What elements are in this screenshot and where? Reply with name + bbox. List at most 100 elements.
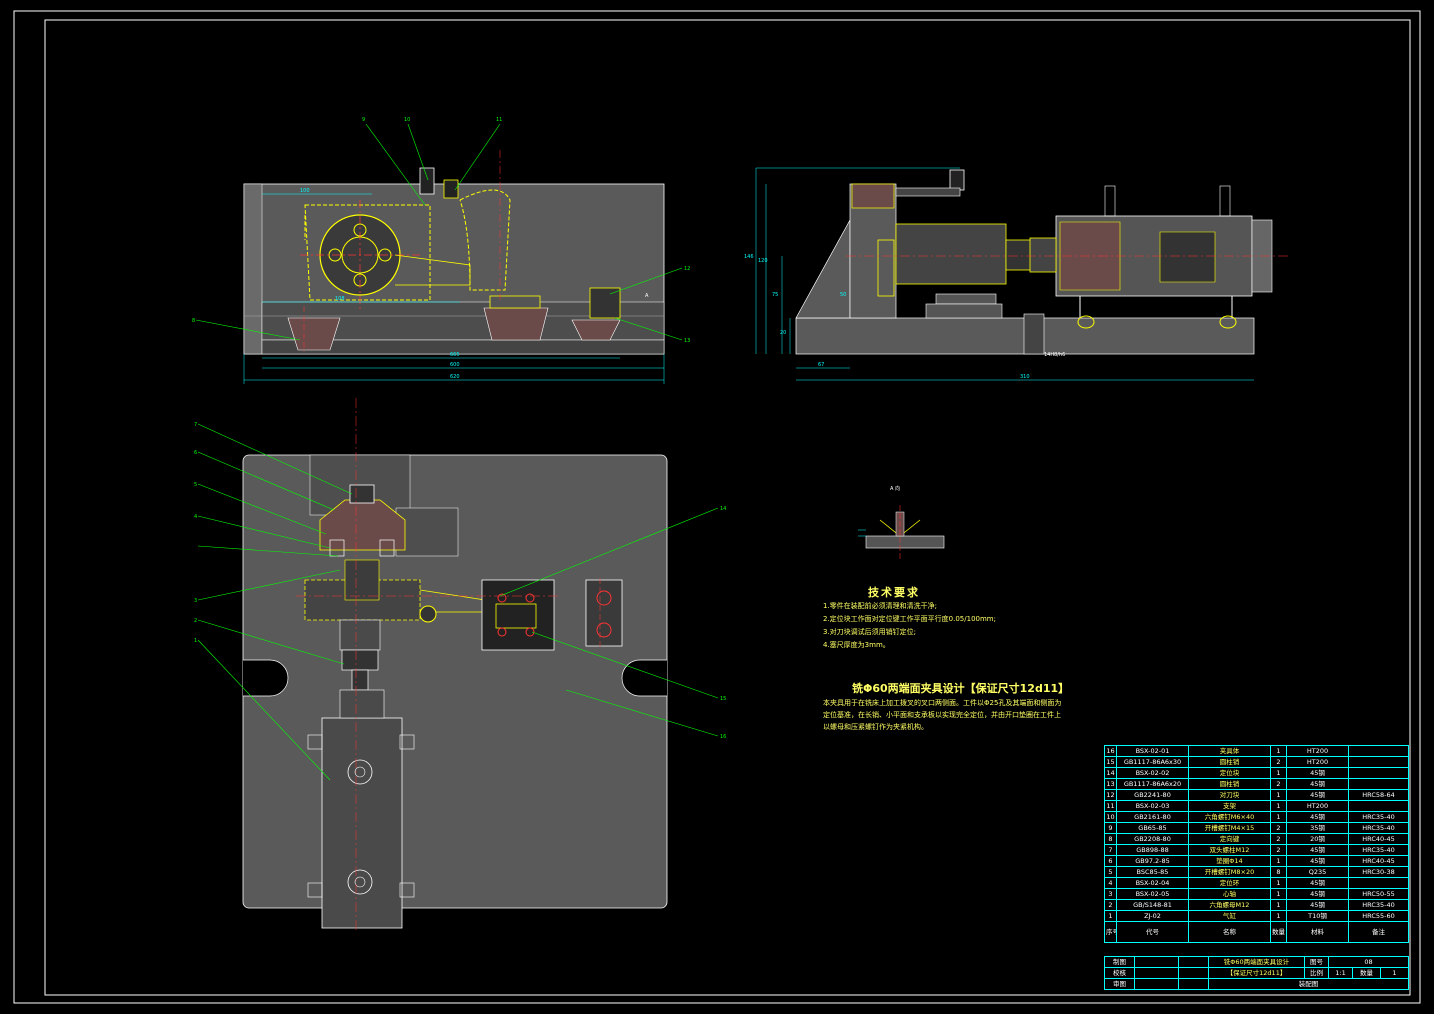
item-material: 20钢 [1286, 833, 1349, 845]
item-no: 5 [1104, 866, 1117, 878]
item-name: 心轴 [1188, 888, 1271, 900]
approved-label: 审图 [1104, 978, 1135, 990]
item-qty: 2 [1270, 778, 1287, 790]
item-name: 开槽螺钉M4×15 [1188, 822, 1271, 834]
item-code: GB898-88 [1116, 844, 1189, 856]
item-name: 六角螺母M12 [1188, 899, 1271, 911]
qty-value: 1 [1380, 967, 1409, 979]
item-no: 4 [1104, 877, 1117, 889]
item-material: 45钢 [1286, 888, 1349, 900]
item-code: GB2241-80 [1116, 789, 1189, 801]
item-material: 45钢 [1286, 844, 1349, 856]
item-qty: 2 [1270, 833, 1287, 845]
item-no: 2 [1104, 899, 1117, 911]
item-qty: 2 [1270, 756, 1287, 768]
item-note [1348, 877, 1409, 889]
dim-side-h4: 50 [840, 292, 846, 298]
balloon-13: 13 [684, 338, 690, 344]
item-name: 定位环 [1188, 877, 1271, 889]
item-qty: 1 [1270, 877, 1287, 889]
item-no: 8 [1104, 833, 1117, 845]
item-no: 16 [1104, 745, 1117, 757]
item-qty: 8 [1270, 866, 1287, 878]
balloon-14: 14 [720, 506, 726, 512]
item-name: 定向键 [1188, 833, 1271, 845]
balloon-1: 1 [194, 638, 197, 644]
item-note: HRC40-45 [1348, 833, 1409, 845]
item-code: BSC85-85 [1116, 866, 1189, 878]
balloon-15: 15 [720, 696, 726, 702]
dim-side-left: 67 [818, 362, 824, 368]
item-no: 1 [1104, 910, 1117, 922]
outer-border [13, 10, 1421, 1004]
parts-list-header: 序号代号名称数量材料备注 [1104, 921, 1409, 943]
item-note [1348, 745, 1409, 757]
balloon-8: 8 [192, 318, 195, 324]
item-no: 6 [1104, 855, 1117, 867]
dim-side-total: 310 [1020, 374, 1030, 380]
item-name: 开槽螺钉M8×20 [1188, 866, 1271, 878]
item-material: T10钢 [1286, 910, 1349, 922]
item-qty: 1 [1270, 888, 1287, 900]
item-code: ZJ-02 [1116, 910, 1189, 922]
item-material: 45钢 [1286, 778, 1349, 790]
item-code: GB1117-86A6x30 [1116, 756, 1189, 768]
balloon-11: 11 [496, 117, 502, 123]
item-qty: 1 [1270, 855, 1287, 867]
item-qty: 2 [1270, 844, 1287, 856]
balloon-4: 4 [194, 514, 197, 520]
drawing-no: 08 [1328, 956, 1409, 968]
item-note [1348, 778, 1409, 790]
header-item-material: 材料 [1286, 921, 1349, 943]
design-title: 铣Φ60两端面夹具设计【保证尺寸12d11】 [852, 682, 1070, 695]
title-line2: 【保证尺寸12d11】 [1208, 967, 1305, 979]
item-code: GB2161-80 [1116, 811, 1189, 823]
item-no: 12 [1104, 789, 1117, 801]
dim-front-b1: 665 [450, 352, 460, 358]
item-material: HT200 [1286, 745, 1349, 757]
item-note: HRC35-40 [1348, 811, 1409, 823]
design-desc-3: 以螺母和压紧螺钉作为夹紧机构。 [823, 723, 928, 731]
item-name: 对刀块 [1188, 789, 1271, 801]
item-note [1348, 756, 1409, 768]
balloon-16: 16 [720, 734, 726, 740]
item-name: 气缸 [1188, 910, 1271, 922]
design-desc-1: 本夹具用于在铣床上加工拨叉的叉口两侧面。工件以Φ25孔及其端面和侧面为 [823, 699, 1062, 707]
scale-value: 1:1 [1328, 967, 1353, 979]
section-marker-a: A [645, 293, 649, 299]
dim-front-b3: 620 [450, 374, 460, 380]
workpiece-yellow [304, 189, 511, 301]
header-item-qty: 数量 [1270, 921, 1287, 943]
item-qty: 1 [1270, 789, 1287, 801]
item-note: HRC58-64 [1348, 789, 1409, 801]
item-name: 支架 [1188, 800, 1271, 812]
balloon-9: 9 [362, 117, 365, 123]
item-material: HT200 [1286, 800, 1349, 812]
drawn-label: 制图 [1104, 956, 1135, 968]
item-name: 双头螺柱M12 [1188, 844, 1271, 856]
balloon-10: 10 [404, 117, 410, 123]
item-material: 45钢 [1286, 811, 1349, 823]
item-material: HT200 [1286, 756, 1349, 768]
item-note: HRC30-38 [1348, 866, 1409, 878]
item-code: GB2208-80 [1116, 833, 1189, 845]
title-block: 制图 铣Φ60两端面夹具设计 图号 08 校核 【保证尺寸12d11】 比例 1… [1104, 956, 1409, 992]
item-note: HRC55-60 [1348, 910, 1409, 922]
item-qty: 1 [1270, 811, 1287, 823]
item-qty: 1 [1270, 910, 1287, 922]
section-a-label: A 向 [890, 485, 900, 492]
drawing-name: 装配图 [1208, 978, 1409, 990]
item-material: 45钢 [1286, 855, 1349, 867]
scale-label: 比例 [1304, 967, 1329, 979]
